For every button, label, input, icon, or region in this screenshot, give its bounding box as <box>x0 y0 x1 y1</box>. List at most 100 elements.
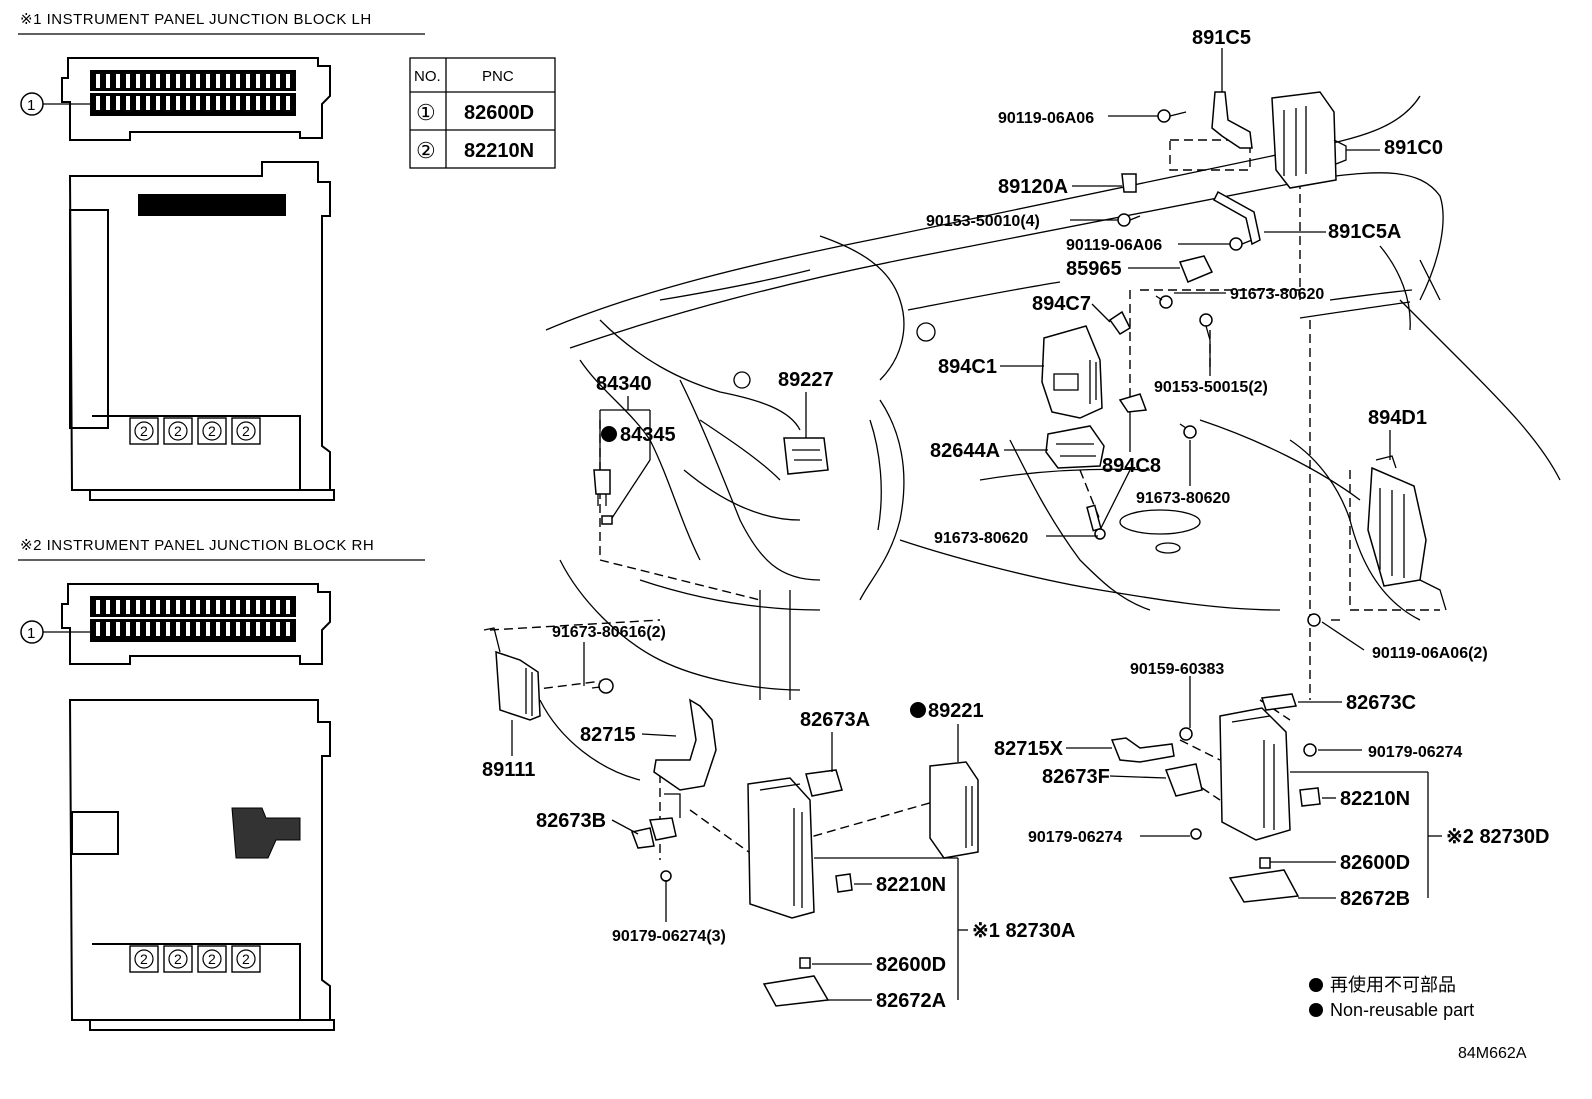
legend-japanese: 再使用不可部品 <box>1330 975 1456 995</box>
callout-91673-80620-b: 91673-80620 <box>1136 490 1230 507</box>
screw-90119-06a06-c <box>1307 613 1321 627</box>
callout-91673-80616: 91673-80616(2) <box>552 624 666 641</box>
part-82672a <box>762 975 830 1007</box>
part-82600d-a-icon <box>1259 857 1271 869</box>
screw-90119-06a06-a <box>1157 109 1187 123</box>
part-82673f <box>1164 763 1203 797</box>
part-84345 <box>593 469 611 506</box>
part-891c0 <box>1271 91 1347 189</box>
callout-90119-06a06-c: 90119-06A06(2) <box>1372 645 1488 662</box>
screw-90153-50010 <box>1117 213 1141 227</box>
circle-2-marker <box>134 421 154 441</box>
part-894c7 <box>1108 310 1131 335</box>
pnc-table: NO. PNC ① 82600D ② 82210N <box>409 57 556 169</box>
circle-1-label-lh: 1 <box>27 97 35 114</box>
non-reusable-marker-89221 <box>910 702 926 718</box>
legend: 再使用不可部品 Non-reusable part <box>1309 975 1474 1020</box>
circle-2-label: 2 <box>208 423 216 439</box>
table-row-2-no: ② <box>416 138 436 163</box>
callout-labels: 891C5 90119-06A06 891C0 89120A 90153-500… <box>482 27 1550 1012</box>
callout-90159-60383: 90159-60383 <box>1130 661 1224 678</box>
part-891c5a <box>1213 190 1261 246</box>
part-82730d <box>1219 707 1291 841</box>
circle-2-label: 2 <box>140 951 148 967</box>
callout-82715: 82715 <box>580 724 636 746</box>
callout-82644a: 82644A <box>930 440 1000 462</box>
callout-90153-50010: 90153-50010(4) <box>926 213 1040 230</box>
circle-2-marker <box>134 949 154 969</box>
callout-894c8: 894C8 <box>1102 455 1161 477</box>
circle-2-marker <box>168 949 188 969</box>
part-82672b <box>1228 869 1300 903</box>
circle-2-label: 2 <box>174 423 182 439</box>
part-82715 <box>653 698 717 791</box>
callout-82715x: 82715X <box>994 738 1064 760</box>
part-89221 <box>929 761 979 859</box>
circle-2-marker <box>168 421 188 441</box>
callout-85965: 85965 <box>1066 258 1122 280</box>
nut-90179-06274-c <box>660 870 672 882</box>
callout-90119-06a06-b: 90119-06A06 <box>1066 237 1162 254</box>
circle-2-marker <box>202 949 222 969</box>
callout-82210n-b: 82210N <box>876 874 946 896</box>
part-82600d-b-icon <box>799 957 811 969</box>
part-82673b <box>630 793 681 849</box>
callout-89120a: 89120A <box>998 176 1068 198</box>
callout-894c1: 894C1 <box>938 356 997 378</box>
callout-891c5: 891C5 <box>1192 27 1251 49</box>
callout-89221: 89221 <box>928 700 984 722</box>
screw-90159-60383 <box>1179 727 1193 741</box>
callout-91673-80620-a: 91673-80620 <box>1230 286 1324 303</box>
callout-894d1: 894D1 <box>1368 407 1427 429</box>
callout-894c7: 894C7 <box>1032 293 1091 315</box>
leader-lines <box>511 48 1442 1001</box>
circle-2-label: 2 <box>242 423 250 439</box>
part-891c5 <box>1211 91 1253 149</box>
callout-82600d-a: 82600D <box>1340 852 1410 874</box>
nut-90179-06274-a <box>1303 743 1317 757</box>
callout-82673c: 82673C <box>1346 692 1416 714</box>
callout-82673b: 82673B <box>536 810 606 832</box>
table-row-1-pnc: 82600D <box>464 102 534 124</box>
section1-title: ※1 INSTRUMENT PANEL JUNCTION BLOCK LH <box>20 11 372 28</box>
callout-84345: 84345 <box>620 424 676 446</box>
jb-lh-top-view: 1 <box>20 57 331 141</box>
table-header-pnc: PNC <box>482 68 514 85</box>
callout-891c0: 891C0 <box>1384 137 1443 159</box>
nut-90179-06274-b <box>1190 828 1202 840</box>
callout-89227: 89227 <box>778 369 834 391</box>
screw-91673-80620-c <box>1086 504 1106 540</box>
callout-91673-80620-c: 91673-80620 <box>934 530 1028 547</box>
part-89120a <box>1121 173 1137 193</box>
figure-code: 84M662A <box>1458 1045 1527 1062</box>
part-894c8 <box>1118 393 1148 413</box>
circle-1-label-rh: 1 <box>27 625 35 642</box>
callout-82673f: 82673F <box>1042 766 1110 788</box>
circle-2-label: 2 <box>208 951 216 967</box>
connector-pins-lh <box>96 74 290 110</box>
callout-90179-06274-b: 90179-06274 <box>1028 829 1122 846</box>
callout-891c5a: 891C5A <box>1328 221 1401 243</box>
legend-english: Non-reusable part <box>1330 1000 1474 1020</box>
connector-pins-rh <box>96 600 290 636</box>
callout-82730a: ※1 82730A <box>972 920 1076 942</box>
part-84340-clip <box>601 515 613 525</box>
callout-90179-06274-c: 90179-06274(3) <box>612 928 726 945</box>
screw-91673-80616 <box>591 678 614 694</box>
callout-82600d-b: 82600D <box>876 954 946 976</box>
junction-block-lh-section: ※1 INSTRUMENT PANEL JUNCTION BLOCK LH 1 … <box>18 11 425 501</box>
table-row-1-no: ① <box>416 100 436 125</box>
callout-82672a: 82672A <box>876 990 946 1012</box>
callout-82210n-a: 82210N <box>1340 788 1410 810</box>
part-82210n-a-icon <box>1299 787 1321 807</box>
callout-84340: 84340 <box>596 373 652 395</box>
part-894d1 <box>1367 455 1447 611</box>
part-82673c <box>1261 693 1297 711</box>
part-82715x <box>1110 737 1175 763</box>
callout-82730d: ※2 82730D <box>1446 826 1550 848</box>
part-82210n-b-icon <box>835 873 853 893</box>
